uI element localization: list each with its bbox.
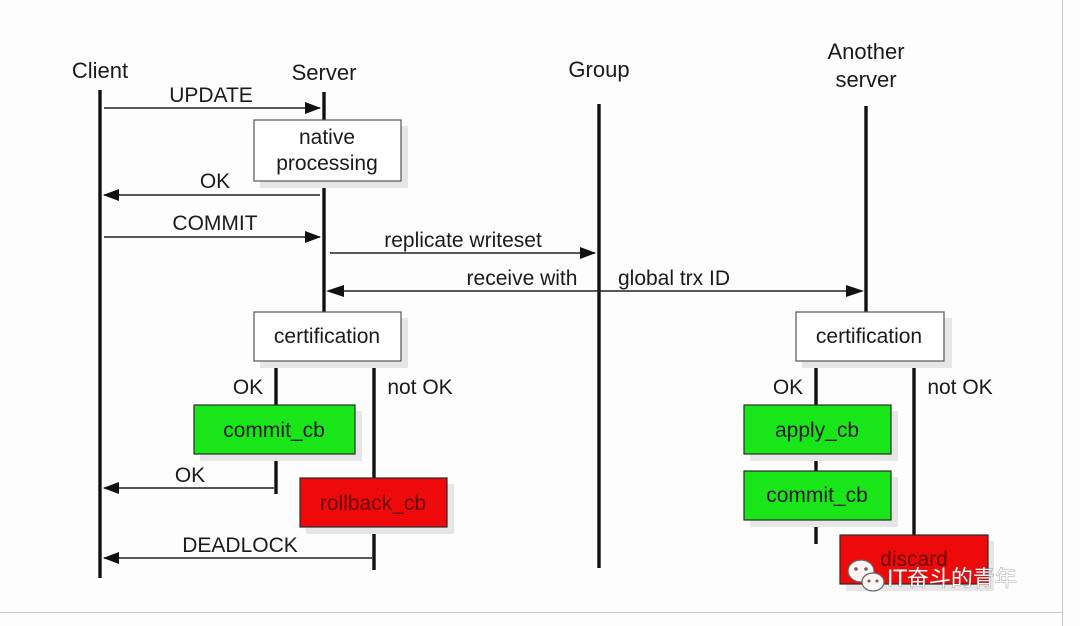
receive-arrow-head-right — [846, 285, 864, 297]
server-not-ok-branch-label: not OK — [387, 376, 452, 399]
frame-border-right — [1062, 0, 1063, 626]
native-processing-line1: native — [299, 126, 355, 149]
participant-server: Server — [292, 60, 357, 85]
commit-cb-server-label: commit_cb — [223, 419, 325, 442]
rollback-cb-box — [299, 477, 448, 528]
certification-another-box — [795, 311, 945, 362]
global-trx-id-label: global trx ID — [618, 267, 730, 290]
certification-another-label: certification — [816, 325, 922, 348]
participant-another-server-line1: Another — [827, 39, 904, 64]
commit-cb-server-box — [193, 404, 356, 455]
replicate-writeset-label: replicate writeset — [384, 229, 542, 252]
another-ok-branch-label: OK — [773, 376, 803, 399]
frame-border-bottom — [0, 612, 1063, 613]
discard-label: discard — [880, 548, 948, 571]
update-label: UPDATE — [169, 84, 253, 107]
apply-cb-box — [743, 404, 892, 455]
ok-response-label: OK — [200, 170, 230, 193]
ok-commit-response-label: OK — [175, 464, 205, 487]
native-processing-box — [253, 119, 402, 182]
rollback-cb-label: rollback_cb — [320, 492, 426, 515]
certification-server-box — [253, 311, 402, 362]
participant-group: Group — [568, 57, 629, 82]
watermark: IT奋斗的青年 — [847, 559, 1017, 592]
native-processing-line2: processing — [276, 152, 378, 175]
apply-cb-label: apply_cb — [775, 419, 859, 442]
certification-server-label: certification — [274, 325, 380, 348]
receive-with-label: receive with — [467, 267, 578, 290]
participant-client: Client — [72, 58, 128, 83]
participant-another-server-line2: server — [835, 67, 896, 92]
receive-arrow-head-left — [326, 285, 344, 297]
wechat-icon — [847, 559, 885, 592]
commit-cb-another-box — [743, 470, 892, 521]
server-ok-branch-label: OK — [233, 376, 263, 399]
commit-label: COMMIT — [172, 212, 257, 235]
another-not-ok-branch-label: not OK — [927, 376, 992, 399]
watermark-text: IT奋斗的青年 — [887, 567, 1017, 592]
commit-cb-another-label: commit_cb — [766, 484, 868, 507]
deadlock-label: DEADLOCK — [182, 534, 298, 557]
